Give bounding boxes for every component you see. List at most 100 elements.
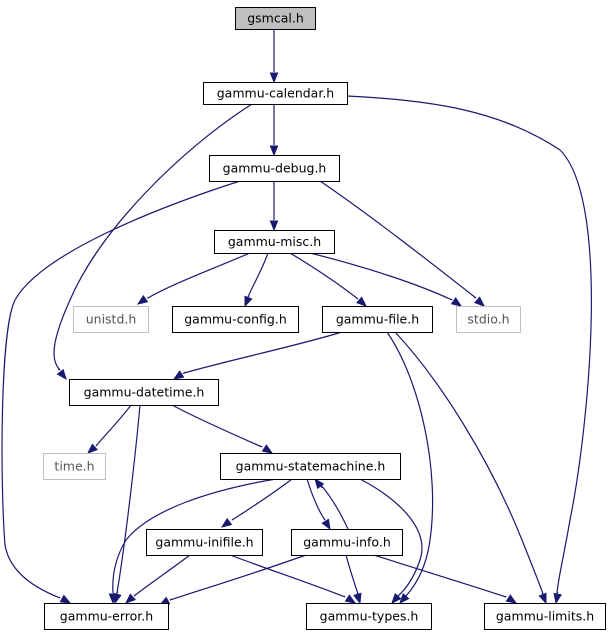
- edge-line: [394, 331, 544, 595]
- edge-arrowhead: [391, 592, 402, 605]
- node-label: gammu-statemachine.h: [236, 459, 386, 474]
- node-inifile[interactable]: gammu-inifile.h: [146, 529, 263, 556]
- edge-line: [1, 180, 241, 599]
- node-stdio: stdio.h: [456, 306, 521, 333]
- edge-arrowhead: [314, 477, 325, 490]
- edge-arrowhead: [59, 594, 72, 604]
- node-box: [220, 453, 401, 480]
- edge-debug-to-error: [1, 180, 241, 604]
- node-file[interactable]: gammu-file.h: [322, 306, 433, 333]
- node-label: gammu-config.h: [184, 312, 287, 327]
- edge-arrowhead: [399, 592, 410, 605]
- edge-calendar-to-limits: [346, 95, 592, 605]
- node-types[interactable]: gammu-types.h: [306, 603, 432, 630]
- edge-arrowhead: [450, 296, 463, 307]
- edge-misc-to-config: [244, 252, 269, 308]
- edge-arrowhead: [269, 72, 279, 84]
- edge-debug-to-misc: [269, 181, 279, 232]
- node-box: [214, 230, 335, 254]
- edge-line: [147, 252, 251, 300]
- node-label: unistd.h: [86, 312, 137, 327]
- edge-line: [112, 478, 277, 594]
- edge-arrowhead: [538, 592, 547, 605]
- edge-info-to-error: [158, 554, 307, 606]
- edge-arrowhead: [244, 295, 253, 308]
- edge-calendar-to-debug: [269, 104, 279, 157]
- node-box: [43, 453, 106, 480]
- node-limits[interactable]: gammu-limits.h: [484, 603, 606, 630]
- node-debug[interactable]: gammu-debug.h: [209, 155, 340, 182]
- edge-datetime-to-statemachine: [171, 404, 274, 454]
- edge-arrowhead: [136, 294, 149, 305]
- edge-info-to-types: [345, 554, 362, 605]
- node-label: gsmcal.h: [247, 11, 304, 26]
- node-label: gammu-debug.h: [223, 161, 327, 176]
- node-info[interactable]: gammu-info.h: [291, 529, 403, 556]
- node-statemachine[interactable]: gammu-statemachine.h: [220, 453, 401, 480]
- edge-line: [306, 478, 326, 521]
- edge-arrowhead: [474, 296, 486, 307]
- edge-line: [116, 404, 141, 595]
- edge-line: [169, 554, 307, 601]
- edge-line: [359, 478, 423, 597]
- node-label: gammu-error.h: [60, 609, 153, 624]
- node-box: [73, 306, 149, 333]
- node-label: gammu-datetime.h: [84, 385, 205, 400]
- edge-statemachine-to-error: [108, 478, 277, 605]
- edge-line: [231, 478, 293, 521]
- node-calendar[interactable]: gammu-calendar.h: [203, 82, 348, 105]
- node-config[interactable]: gammu-config.h: [172, 306, 299, 333]
- node-box: [44, 603, 169, 630]
- node-box: [146, 529, 263, 556]
- edge-calendar-to-datetime: [53, 103, 253, 381]
- node-label: gammu-misc.h: [228, 234, 321, 249]
- edge-arrowhead: [172, 370, 185, 380]
- node-label: gammu-types.h: [320, 609, 419, 624]
- edge-line: [247, 252, 269, 298]
- node-misc[interactable]: gammu-misc.h: [214, 230, 335, 254]
- node-label: gammu-calendar.h: [217, 86, 334, 101]
- edge-line: [373, 554, 507, 598]
- node-label: time.h: [54, 459, 94, 474]
- node-box: [69, 379, 219, 406]
- node-gsmcal[interactable]: gsmcal.h: [235, 7, 316, 30]
- edge-statemachine-to-info: [306, 478, 331, 531]
- node-label: gammu-inifile.h: [155, 535, 253, 550]
- edge-arrowhead: [56, 368, 67, 381]
- node-label: gammu-info.h: [303, 535, 391, 550]
- edge-arrowhead: [124, 593, 136, 604]
- node-label: gammu-file.h: [336, 312, 419, 327]
- edge-misc-to-file: [289, 252, 368, 307]
- node-error[interactable]: gammu-error.h: [44, 603, 169, 630]
- edge-arrowhead: [353, 592, 362, 605]
- edge-arrowhead: [553, 592, 562, 605]
- node-box: [172, 306, 299, 333]
- node-box: [203, 82, 348, 105]
- edge-arrowhead: [344, 594, 357, 604]
- edge-line: [53, 103, 253, 371]
- edge-misc-to-unistd: [136, 252, 251, 305]
- node-time: time.h: [43, 453, 106, 480]
- node-box: [456, 306, 521, 333]
- edge-line: [95, 404, 132, 447]
- edge-line: [133, 554, 191, 597]
- edge-line: [345, 554, 359, 595]
- node-datetime[interactable]: gammu-datetime.h: [69, 379, 219, 406]
- edge-info-to-statemachine: [314, 477, 349, 530]
- edge-arrowhead: [269, 145, 279, 157]
- edge-arrowhead: [269, 220, 279, 232]
- edge-inifile-to-error: [124, 554, 191, 604]
- edges-layer: [1, 29, 592, 606]
- edge-misc-to-stdio: [309, 252, 463, 307]
- edge-line: [181, 331, 343, 375]
- edge-debug-to-stdio: [319, 180, 486, 307]
- node-label: stdio.h: [467, 312, 509, 327]
- node-box: [484, 603, 606, 630]
- edge-statemachine-to-inifile: [220, 478, 293, 528]
- node-box: [322, 306, 433, 333]
- edge-arrowhead: [505, 594, 518, 604]
- edge-datetime-to-time: [86, 404, 132, 454]
- edge-line: [171, 404, 263, 448]
- edge-arrowhead: [108, 593, 118, 605]
